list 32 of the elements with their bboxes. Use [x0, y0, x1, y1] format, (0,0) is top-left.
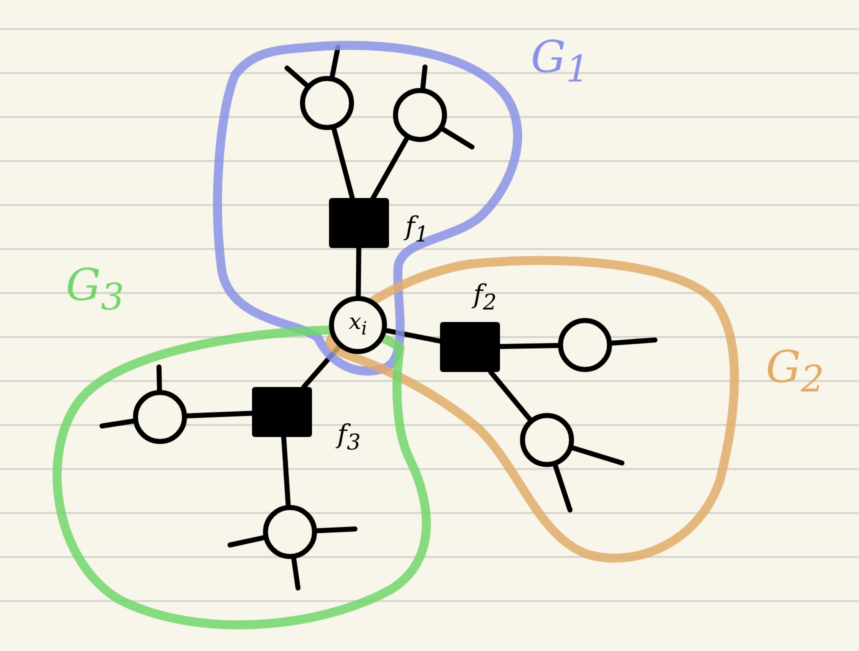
connector-line: [291, 556, 300, 590]
region-label: G$_{1}$: [530, 36, 590, 88]
connector-line: [420, 64, 428, 91]
factor-label: f$_{3}$: [337, 422, 361, 454]
connector-line: [228, 535, 266, 548]
variable-node: [520, 413, 574, 467]
region-label: G$_{2}$: [766, 346, 824, 398]
connector-line: [570, 445, 624, 466]
connector-line: [156, 364, 162, 392]
connector-line: [184, 410, 254, 418]
variable-node: [300, 76, 354, 130]
factor-node: [252, 387, 312, 437]
factor-node: [440, 322, 500, 372]
connector-line: [281, 434, 291, 508]
factor-label: f$_{1}$: [405, 214, 429, 246]
connector-line: [356, 246, 362, 298]
connector-line: [498, 343, 560, 349]
region-label: G$_{3}$: [66, 264, 124, 316]
connector-line: [314, 526, 358, 534]
factor-node: [329, 198, 389, 248]
connector-line: [552, 463, 572, 512]
connector-line: [370, 136, 410, 200]
variable-node: [393, 88, 447, 142]
factor-label: f$_{2}$: [473, 282, 497, 314]
connector-line: [332, 126, 355, 200]
connector-line: [100, 418, 136, 428]
connector-line: [488, 370, 532, 422]
connector-line: [284, 66, 310, 88]
variable-node: [329, 296, 387, 354]
connector-line: [440, 126, 474, 150]
variable-label: x$_{i}$: [348, 312, 368, 338]
connector-line: [384, 328, 442, 344]
